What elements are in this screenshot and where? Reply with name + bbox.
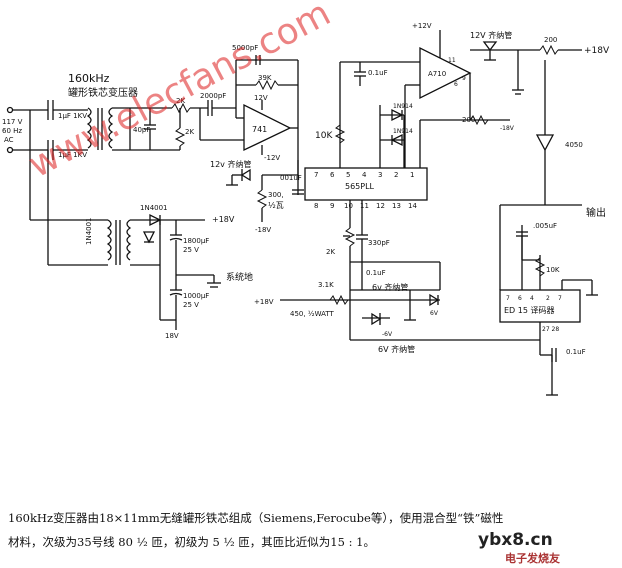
zener-12v-b-label: 12V 齐纳管: [470, 30, 512, 40]
decoder-pin-b: 6: [518, 295, 522, 302]
half-watt-label: ½瓦: [268, 201, 284, 210]
v25-a-label: 25 V: [183, 246, 199, 254]
ac-label: AC: [4, 136, 14, 144]
transformer-title: 160kHz: [68, 72, 110, 85]
a710-label: A710: [428, 70, 446, 78]
pll-pin-3: 3: [378, 171, 382, 179]
system-ground-label: 系统地: [226, 271, 253, 283]
pll-pin-4: 4: [362, 171, 367, 179]
decoder-pin-d: 2: [546, 295, 550, 302]
ac-voltage-label: 117 V: [2, 118, 23, 126]
diode-1n4001-a-label: 1N4001: [85, 217, 93, 245]
pll-pin-10: 10: [344, 202, 353, 210]
pot-core-transformer: [86, 107, 131, 151]
diode-1n914-b-label: 1N914: [393, 128, 413, 135]
decoder-label: ED 15 译码器: [504, 306, 554, 315]
pot-2k-label: 2K: [326, 248, 335, 256]
ic-4050-label: 4050: [565, 141, 583, 149]
pll-pin-11: 11: [360, 202, 369, 210]
pll-pin-8: 8: [314, 202, 318, 210]
zener-6v-label: 6v 齐纳管: [372, 282, 408, 292]
pll-pin-2: 2: [394, 171, 398, 179]
minus-6v-label: -6V: [382, 331, 393, 338]
site-url: ybx8.cn: [478, 530, 553, 550]
pll-pin-7: 7: [314, 171, 318, 179]
minus-18v-c-label: -18V: [500, 125, 515, 132]
power-supply-section: [106, 213, 221, 330]
transformer-subtitle: 罐形铁芯变压器: [68, 86, 138, 99]
pll-pin-13: 13: [392, 202, 401, 210]
plus-18v-c-label: +18V: [584, 46, 610, 56]
zener-12v-label: 12v 齐纳管: [210, 159, 251, 169]
diode-1n914-a-label: 1N914: [393, 103, 413, 110]
caption: 160kHz变压器由18×11mm无缝罐形铁芯组成（Siemens,Ferocu…: [8, 506, 504, 554]
pll-565-chip: [280, 61, 540, 341]
resistor-200-b-label: 200: [462, 116, 475, 124]
pll-pin-14: 14: [408, 202, 417, 210]
circuit-schematic: 117 V 60 Hz AC 1μF 1KV 1μF 1KV 160kHz 罐形…: [2, 22, 610, 396]
pll-pin-9: 9: [330, 202, 334, 210]
cap-01uf-b-label: 0.1uF: [366, 269, 386, 277]
cap-330pf-label: 330pF: [368, 239, 390, 247]
input-cap-2-label: 1μF 1KV: [58, 151, 87, 159]
ac-input-section: [6, 100, 108, 266]
cap-01uf-c-label: 0.1uF: [566, 348, 586, 356]
comparator-a710: [404, 30, 582, 290]
resistor-2k-a-label: 2K: [176, 97, 185, 105]
caption-line-1: 160kHz变压器由18×11mm无缝罐形铁芯组成（Siemens,Ferocu…: [8, 511, 504, 525]
resistor-10k-a-label: 10K: [315, 131, 333, 141]
filter-network: [130, 100, 244, 151]
decoder-section: [499, 225, 598, 396]
decoder-pin-a: 7: [506, 295, 510, 302]
cap-001uf-label: 001uF: [280, 174, 302, 182]
cap-40pf-label: 40pF: [133, 126, 150, 134]
v6v-label: 6V: [430, 310, 439, 317]
pll-pin-1: 1: [410, 171, 414, 179]
opamp-741-label: 741: [252, 125, 267, 134]
decoder-pin-e: 7: [558, 295, 562, 302]
zener-6v-b-label: 6V 齐纳管: [378, 344, 415, 354]
resistor-39k-label: 39K: [258, 74, 272, 82]
pin11-label: 11: [448, 57, 456, 64]
plus-12v-b-label: +12V: [412, 22, 432, 30]
plus-12v-label: 12V: [254, 94, 268, 102]
pll-pin-5: 5: [346, 171, 350, 179]
ac-frequency-label: 60 Hz: [2, 127, 22, 135]
caption-line-2: 材料，次级为35号线 80 ½ 匝，初级为 5 ½ 匝，其匝比近似为15 : 1…: [8, 535, 375, 549]
decoder-pin-c: 4: [530, 295, 534, 302]
pll-pin-6: 6: [330, 171, 335, 179]
resistor-200-a-label: 200: [544, 36, 557, 44]
cap-005uf-label: .005uF: [533, 222, 557, 230]
diode-1n4001-b-label: 1N4001: [140, 204, 168, 212]
minus-18v-b-label: 18V: [165, 332, 179, 340]
cap-1800uf-label: 1800μF: [183, 237, 209, 245]
cap-1000uf-label: 1000μF: [183, 292, 209, 300]
resistor-450-label: 450, ½WATT: [290, 310, 335, 318]
plus-18v-a-label: +18V: [212, 215, 235, 224]
minus-18v-a-label: -18V: [255, 226, 271, 234]
minus-12v-label: -12V: [264, 154, 280, 162]
cap-2000pf-label: 2000pF: [200, 92, 226, 100]
pin9-label: 9: [462, 75, 466, 82]
cap-5000pf-label: 5000pF: [232, 44, 258, 52]
pin6-label: 6: [454, 81, 458, 88]
output-label: 输出: [586, 206, 606, 219]
resistor-2k-b-label: 2K: [185, 128, 194, 136]
resistor-10k-b-label: 10K: [546, 266, 560, 274]
brand-watermark: 电子发烧友: [505, 552, 560, 565]
cap-01uf-a-label: 0.1uF: [368, 69, 388, 77]
resistor-31k-label: 3.1K: [318, 281, 334, 289]
pll-pin-12: 12: [376, 202, 385, 210]
input-cap-1-label: 1μF 1KV: [58, 112, 87, 120]
plus-18v-b-label: +18V: [254, 298, 274, 306]
zener-12v-clamp: [226, 168, 298, 222]
pll-chip-label: 565PLL: [345, 182, 375, 191]
decoder-pins-2728: 27 28: [542, 326, 559, 333]
resistor-300-label: 300,: [268, 191, 284, 199]
opamp-741: [235, 55, 299, 175]
v25-b-label: 25 V: [183, 301, 199, 309]
